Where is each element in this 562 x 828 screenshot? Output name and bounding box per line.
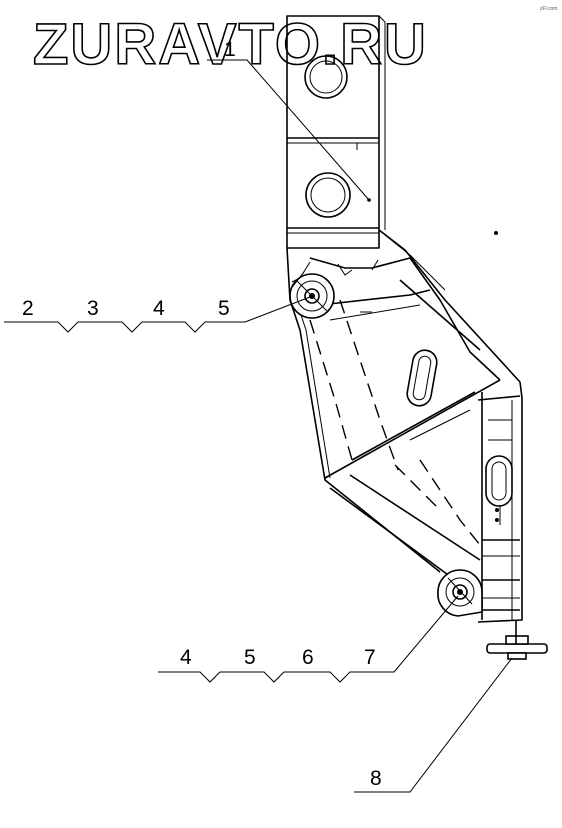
callout-bottom-2: 5	[244, 646, 256, 669]
upper-column	[286, 15, 386, 249]
callout-top-2: 3	[87, 297, 99, 320]
callout-top-4: 5	[218, 297, 230, 320]
callout-8: 8	[370, 767, 382, 790]
bottom-bolt	[486, 620, 548, 660]
angled-box-section	[286, 229, 521, 581]
callout-top-1: 2	[22, 297, 34, 320]
callout-bottom-3: 6	[302, 646, 314, 669]
callout-bottom-4: 7	[364, 646, 376, 669]
callout-bottom-1: 4	[180, 646, 192, 669]
watermark-text: ZURAVTO.RU	[33, 12, 428, 77]
lower-column	[477, 231, 523, 623]
callout-top-3: 4	[153, 297, 165, 320]
lower-pivot-joint	[437, 569, 483, 617]
upper-pivot-joint	[289, 271, 335, 319]
leader-lines	[4, 59, 513, 793]
corner-mark: zFl.com	[540, 6, 558, 12]
callout-labels: 1 2 3 4 5 4 5 6 7 8	[22, 38, 382, 790]
callout-1: 1	[224, 38, 236, 61]
